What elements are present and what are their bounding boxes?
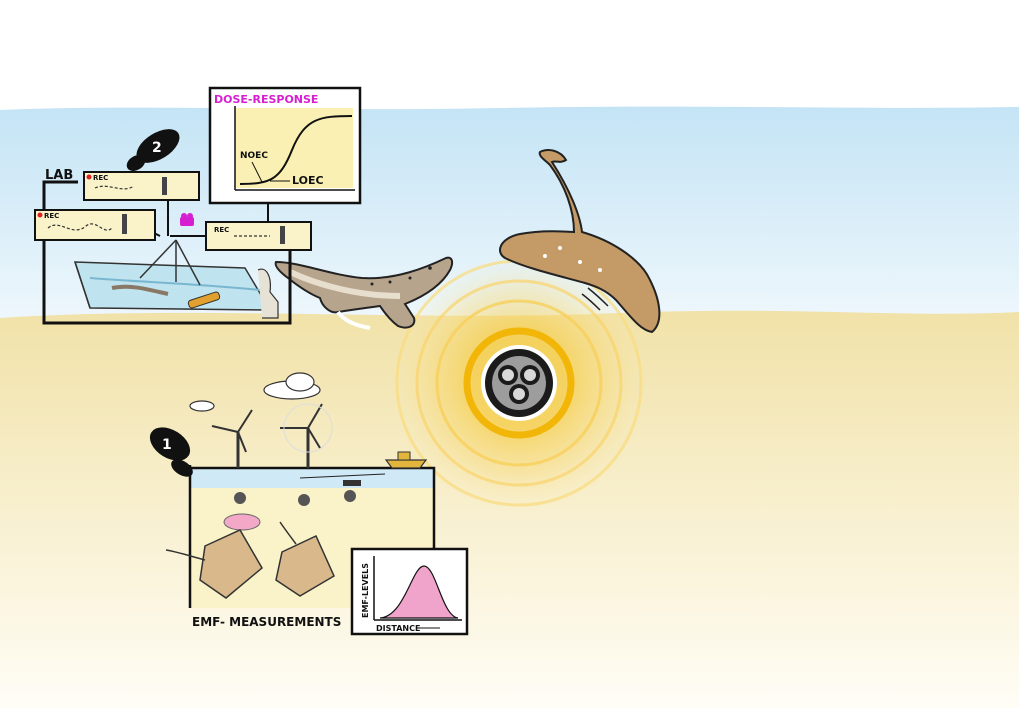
step-two-label: 2 [152,140,162,156]
emf-level-xlabel: DISTANCE [376,624,420,633]
noec-label: NOEC [240,151,268,161]
rec-label-top: REC [93,174,108,182]
emf-measurements-title: EMF- MEASUREMENTS [192,615,341,629]
dose-response-panel: DOSE-RESPONSE NOEC LOEC [210,88,360,203]
cable-icon [481,345,557,421]
loec-label: LOEC [292,174,324,187]
dose-response-title: DOSE-RESPONSE [214,93,318,106]
rec-label-right: REC [214,226,229,234]
lab-title: LAB [45,168,73,183]
step-one-label: 1 [162,437,172,453]
rec-label-left: REC [44,212,59,220]
emf-level-ylabel: EMF-LEVELS [361,563,370,618]
emf-level-chart: EMF-LEVELS DISTANCE [352,549,467,634]
